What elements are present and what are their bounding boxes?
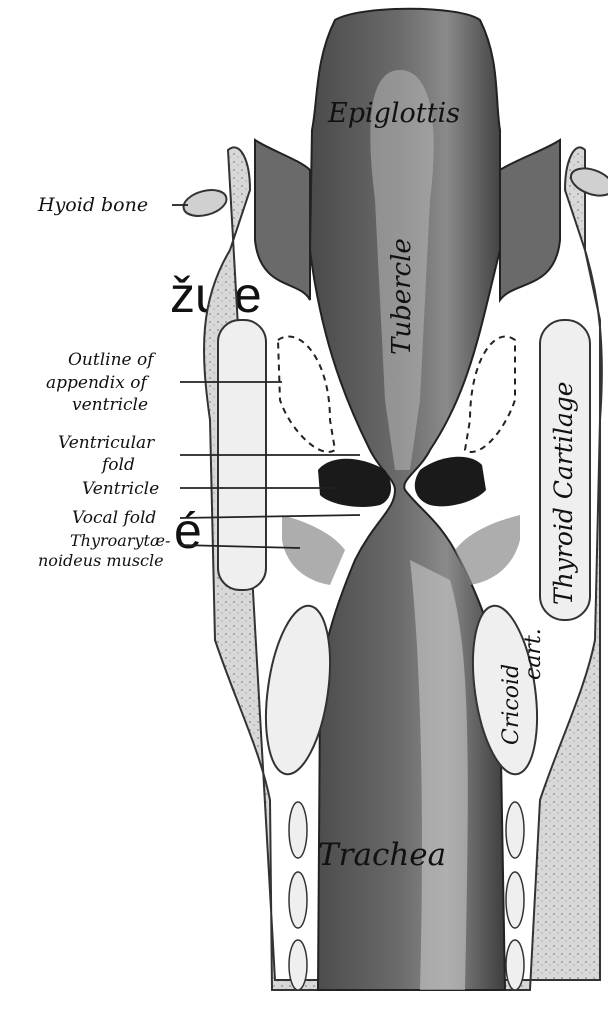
epiglottis-left-flap [255, 140, 310, 300]
label-thyroarytaenoideus: Thyroarytæ- noideus muscle [38, 531, 170, 570]
label-trachea: Trachea [318, 837, 446, 873]
label-outline-line-2: appendix of [46, 373, 149, 393]
label-outline-line-1: Outline of [68, 350, 156, 370]
label-ventricle: Ventricle [82, 479, 159, 499]
tracheal-rings-left [289, 802, 307, 990]
tracheal-ring-left-1 [289, 802, 307, 858]
appendix-outline-left [278, 337, 335, 452]
thyroarytaenoid-muscle-left [282, 515, 345, 585]
epiglottis-right-flap [500, 140, 560, 300]
label-cricoid-line-2: cart. [521, 628, 546, 680]
label-ventricular-fold-line-2: fold [100, 455, 135, 475]
hyoid-bone-left [181, 186, 230, 221]
tracheal-ring-left-2 [289, 872, 307, 928]
ventricle-right [415, 457, 486, 507]
leader-vocal-fold [180, 515, 360, 518]
label-thyroid-cartilage: Thyroid Cartilage [549, 381, 578, 605]
tracheal-ring-right-3 [506, 940, 524, 990]
label-vocal-fold: Vocal fold [72, 508, 156, 528]
label-outline-line-3: ventricle [72, 395, 148, 415]
label-thyroary-line-1: Thyroarytæ- [70, 531, 170, 550]
label-hyoid-bone: Hyoid bone [37, 194, 148, 216]
tracheal-ring-left-3 [289, 940, 307, 990]
label-ventricular-fold: Ventricular fold [58, 433, 155, 475]
tracheal-rings-right [506, 802, 524, 990]
label-thyroary-line-2: noideus muscle [38, 551, 164, 570]
label-ventricular-fold-line-1: Ventricular [58, 433, 155, 453]
label-epiglottis: Epiglottis [327, 98, 460, 129]
tracheal-ring-right-1 [506, 802, 524, 858]
label-outline-of-appendix: Outline of appendix of ventricle [46, 350, 156, 415]
tracheal-ring-right-2 [506, 872, 524, 928]
label-tubercle: Tubercle [387, 238, 417, 355]
